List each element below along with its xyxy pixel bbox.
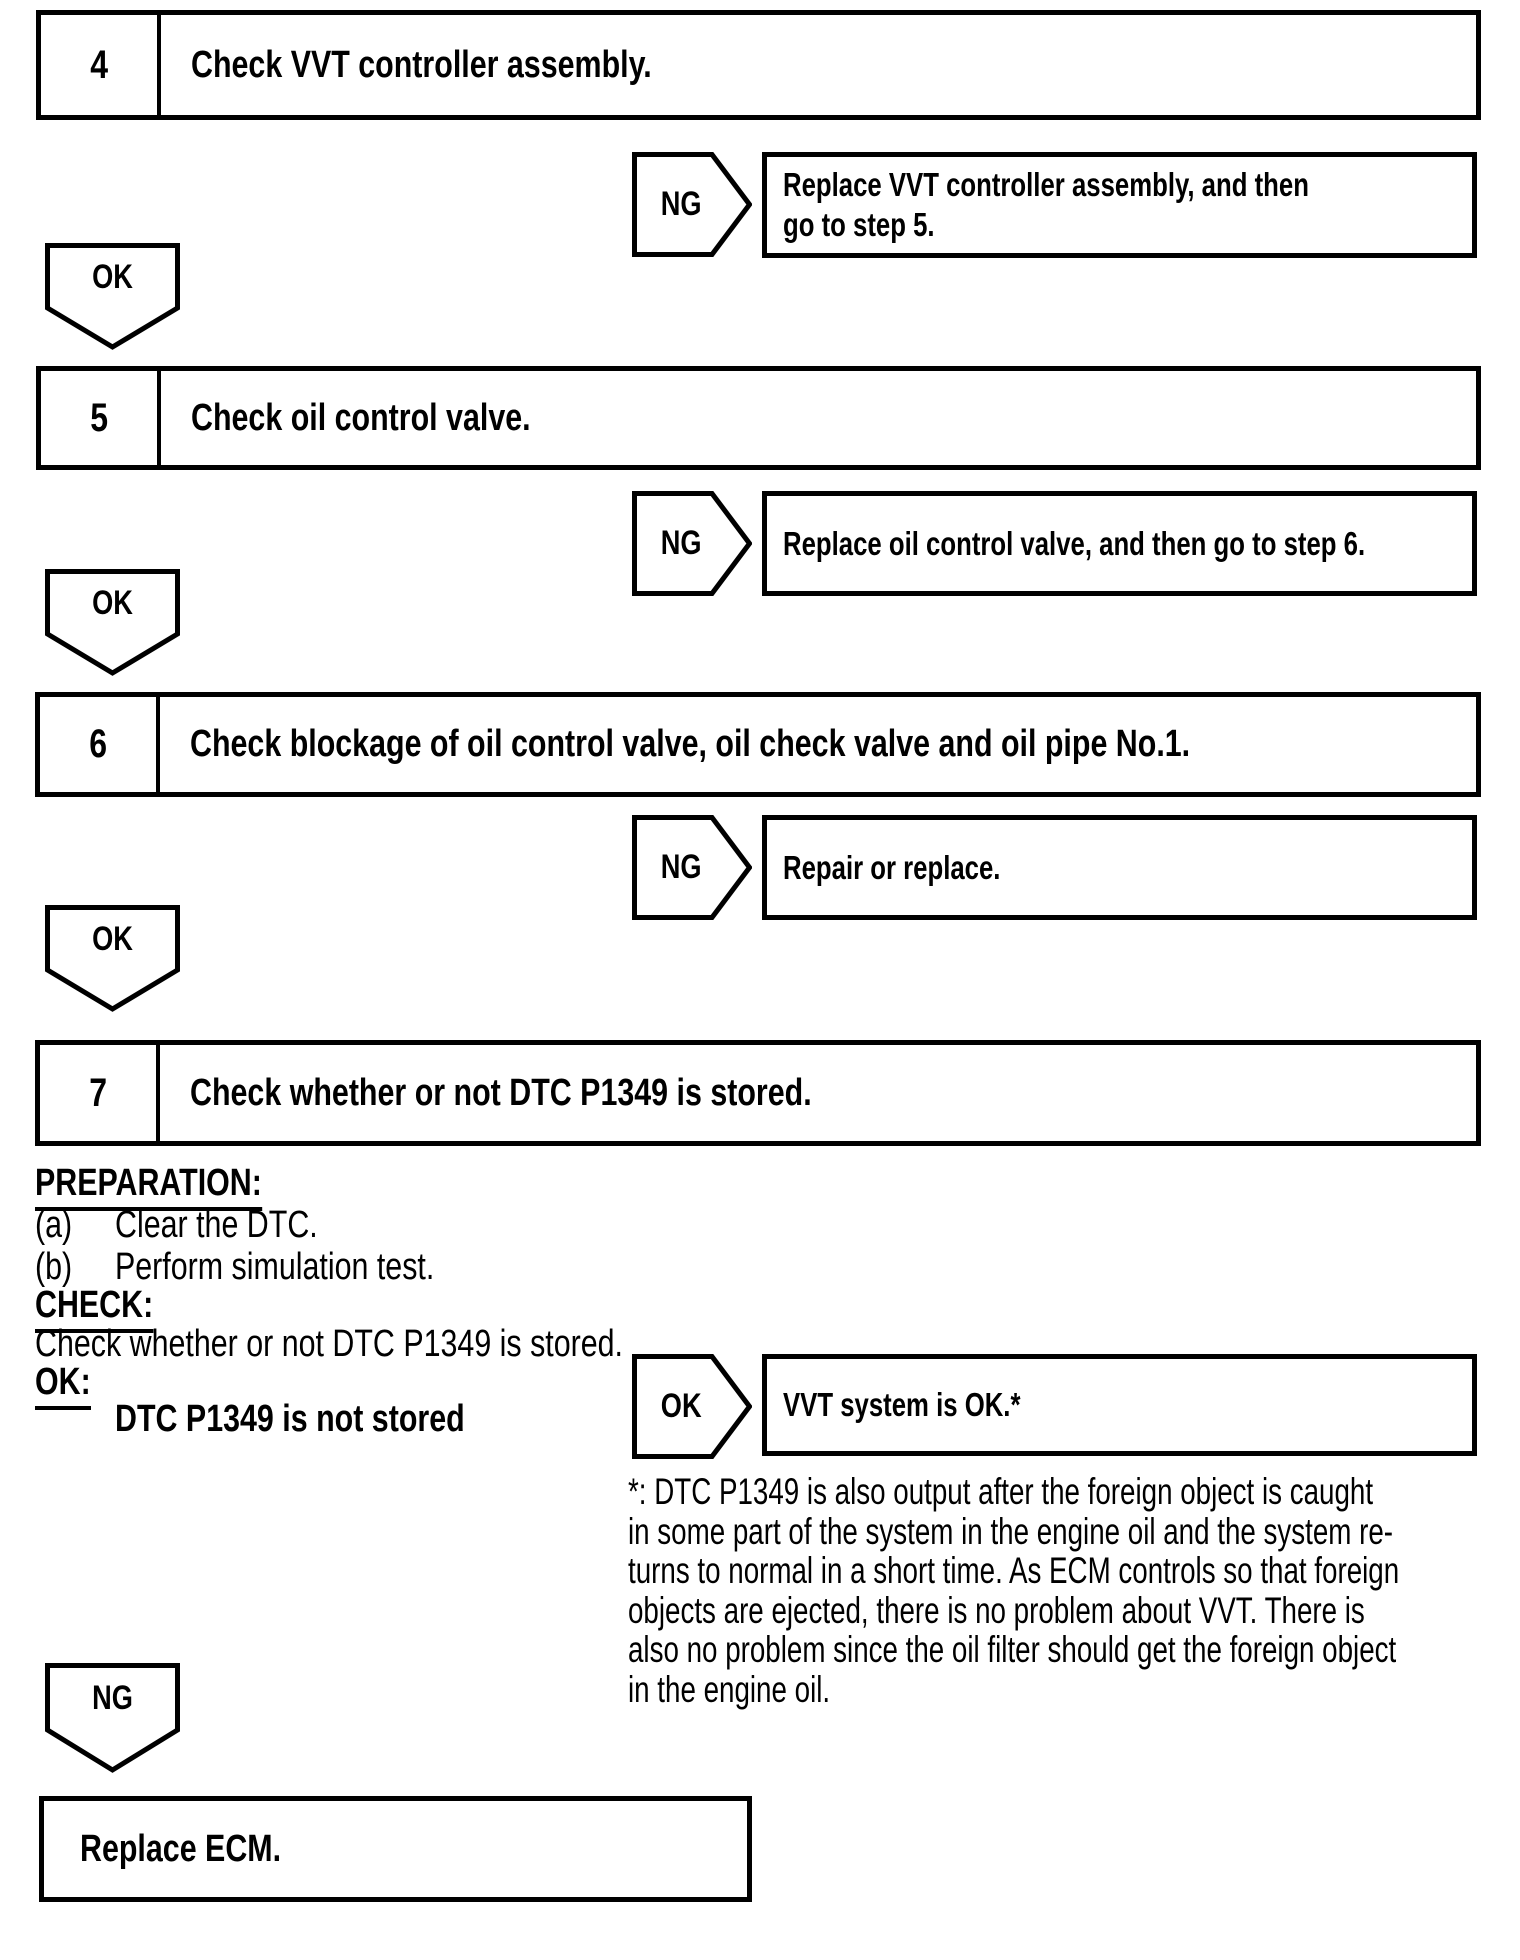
ok-heading: OK: bbox=[35, 1361, 105, 1410]
ok-pentagon-2: OK bbox=[45, 569, 180, 676]
ng-pentagon-3: NG bbox=[632, 815, 752, 920]
step-box-6: 6 Check blockage of oil control valve, o… bbox=[35, 692, 1481, 797]
step-number: 5 bbox=[41, 371, 161, 465]
down-arrow-pentagon-icon bbox=[45, 569, 180, 676]
ng-result-box-3: Repair or replace. bbox=[762, 815, 1477, 920]
ng-label: NG bbox=[660, 524, 702, 562]
check-heading: CHECK: bbox=[35, 1284, 183, 1333]
ng-label: NG bbox=[660, 185, 702, 223]
ok-pentagon-1: OK bbox=[45, 243, 180, 350]
step-title: Check blockage of oil control valve, oil… bbox=[190, 723, 1191, 765]
step-title: Check whether or not DTC P1349 is stored… bbox=[190, 1071, 812, 1114]
step-title: Check VVT controller assembly. bbox=[191, 43, 652, 86]
final-action-box: Replace ECM. bbox=[39, 1796, 752, 1902]
ng-pentagon-2: NG bbox=[632, 491, 752, 596]
right-arrow-pentagon-icon bbox=[632, 152, 752, 257]
item-text: Clear the DTC. bbox=[115, 1204, 318, 1246]
step-box-4: 4 Check VVT controller assembly. bbox=[36, 10, 1481, 120]
ng-result-box-2: Replace oil control valve, and then go t… bbox=[762, 491, 1477, 596]
final-action-text: Replace ECM. bbox=[80, 1827, 282, 1870]
ok-label: OK bbox=[92, 583, 133, 622]
step-box-5: 5 Check oil control valve. bbox=[36, 366, 1481, 470]
ok-condition: DTC P1349 is not stored bbox=[115, 1398, 465, 1440]
down-arrow-pentagon-icon bbox=[45, 243, 180, 350]
step-number: 6 bbox=[40, 697, 160, 792]
item-label: (a) bbox=[35, 1204, 73, 1246]
ok-label: OK bbox=[92, 919, 133, 958]
step-number: 7 bbox=[40, 1045, 160, 1141]
ng-label: NG bbox=[660, 848, 702, 886]
ok-pentagon-4: OK bbox=[632, 1354, 752, 1459]
ok-result-text: VVT system is OK.* bbox=[783, 1386, 1021, 1423]
step-box-7: 7 Check whether or not DTC P1349 is stor… bbox=[35, 1040, 1481, 1146]
check-text: Check whether or not DTC P1349 is stored… bbox=[35, 1323, 624, 1365]
step-title: Check oil control valve. bbox=[191, 396, 531, 439]
item-text: Perform simulation test. bbox=[115, 1246, 435, 1288]
ng-result-text: Replace VVT controller assembly, and the… bbox=[783, 166, 1309, 243]
ok-label: OK bbox=[92, 257, 133, 296]
right-arrow-pentagon-icon bbox=[632, 1354, 752, 1459]
down-arrow-pentagon-icon bbox=[45, 1663, 180, 1773]
ok-pentagon-3: OK bbox=[45, 905, 180, 1012]
preparation-item-a: (a) Clear the DTC. bbox=[35, 1204, 368, 1247]
footnote: *: DTC P1349 is also output after the fo… bbox=[628, 1471, 1400, 1710]
down-arrow-pentagon-icon bbox=[45, 905, 180, 1012]
ok-label: OK bbox=[660, 1387, 702, 1425]
right-arrow-pentagon-icon bbox=[632, 815, 752, 920]
item-label: (b) bbox=[35, 1246, 73, 1288]
preparation-item-b: (b) Perform simulation test. bbox=[35, 1246, 514, 1289]
ok-result-box: VVT system is OK.* bbox=[762, 1354, 1477, 1456]
ng-result-text: Repair or replace. bbox=[783, 848, 1001, 886]
ng-result-box-1: Replace VVT controller assembly, and the… bbox=[762, 152, 1477, 258]
preparation-heading: PREPARATION: bbox=[35, 1162, 319, 1211]
ng-pentagon-down: NG bbox=[45, 1663, 180, 1773]
right-arrow-pentagon-icon bbox=[632, 491, 752, 596]
step-number: 4 bbox=[41, 15, 161, 115]
ng-pentagon-1: NG bbox=[632, 152, 752, 257]
ng-label: NG bbox=[92, 1678, 133, 1717]
ng-result-text: Replace oil control valve, and then go t… bbox=[783, 524, 1366, 562]
